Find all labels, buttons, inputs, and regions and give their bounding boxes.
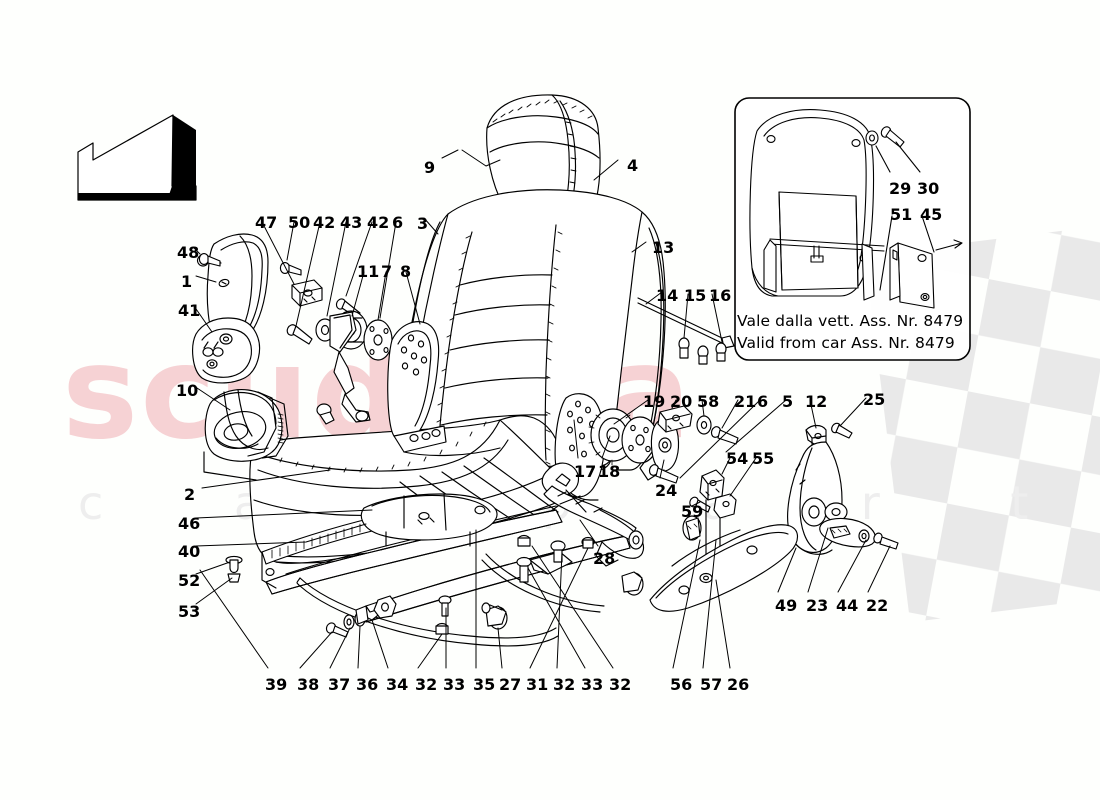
callout-27: 27: [499, 675, 522, 694]
callout-35: 35: [473, 675, 496, 694]
callout-31: 31: [526, 675, 549, 694]
callout-36: 36: [356, 675, 379, 694]
hardware-cluster-bottom-left: [325, 534, 595, 638]
callout-11: 11: [357, 262, 380, 281]
callout-34: 34: [386, 675, 409, 694]
callout-57: 57: [700, 675, 723, 694]
callout-1: 1: [181, 272, 193, 291]
callout-23: 23: [806, 596, 829, 615]
direction-arrow: [77, 114, 197, 201]
callout-3: 3: [417, 214, 429, 233]
callout-17: 17: [574, 462, 597, 481]
callout-6: 6: [757, 392, 769, 411]
callout-50: 50: [288, 213, 311, 232]
callout-42: 42: [367, 213, 390, 232]
variant-note-line-1: Vale dalla vett. Ass. Nr. 8479: [737, 312, 964, 330]
callout-54: 54: [726, 449, 749, 468]
callout-19: 19: [643, 392, 666, 411]
callout-37: 37: [328, 675, 351, 694]
callout-2: 2: [184, 485, 196, 504]
part-8-recliner-plate: [387, 321, 501, 457]
part-46-front-bracket: [360, 493, 498, 547]
callout-16: 16: [709, 286, 732, 305]
adjust-lever: [316, 311, 371, 425]
variant-note-line-2: Valid from car Ass. Nr. 8479: [737, 334, 955, 352]
callout-10: 10: [176, 381, 199, 400]
callout-7: 7: [381, 262, 393, 281]
callout-28: 28: [593, 549, 616, 568]
callout-26: 26: [727, 675, 750, 694]
callout-20: 20: [670, 392, 693, 411]
callout-55: 55: [752, 449, 775, 468]
callout-32: 32: [609, 675, 632, 694]
variant-note-text: Vale dalla vett. Ass. Nr. 8479 Valid fro…: [737, 310, 965, 354]
callout-13: 13: [652, 238, 675, 257]
callout-leaders: [193, 149, 891, 669]
callout-33: 33: [443, 675, 466, 694]
part-41-bracket: [192, 317, 261, 384]
callout-59: 59: [681, 502, 704, 521]
part-14-rod: [637, 297, 735, 365]
callout-21: 21: [734, 392, 757, 411]
callout-33: 33: [581, 675, 604, 694]
callout-53: 53: [178, 602, 201, 621]
inset-callout-45: 45: [920, 205, 943, 224]
callout-5: 5: [782, 392, 794, 411]
inset-callout-30: 30: [917, 179, 940, 198]
callout-46: 46: [178, 514, 201, 533]
callout-24: 24: [655, 481, 678, 500]
callout-8: 8: [400, 262, 412, 281]
callout-49: 49: [775, 596, 798, 615]
callout-25: 25: [863, 390, 886, 409]
part-27-roller: [481, 571, 644, 630]
callout-47: 47: [255, 213, 278, 232]
callout-39: 39: [265, 675, 288, 694]
callout-58: 58: [697, 392, 720, 411]
callout-22: 22: [866, 596, 889, 615]
inset-callout-51: 51: [890, 205, 913, 224]
callout-12: 12: [805, 392, 828, 411]
callout-32: 32: [415, 675, 438, 694]
callout-38: 38: [297, 675, 320, 694]
callout-44: 44: [836, 596, 859, 615]
callout-42: 42: [313, 213, 336, 232]
callout-56: 56: [670, 675, 693, 694]
callout-41: 41: [178, 301, 201, 320]
callout-6: 6: [392, 213, 404, 232]
callout-43: 43: [340, 213, 363, 232]
callout-14: 14: [656, 286, 679, 305]
callout-18: 18: [598, 462, 621, 481]
brackets-54-55-59: [682, 469, 737, 565]
callout-52: 52: [178, 571, 201, 590]
part-26-lower-cover: [649, 524, 799, 612]
callout-32: 32: [553, 675, 576, 694]
callout-4: 4: [627, 156, 639, 175]
part-48-bolt: [197, 253, 222, 267]
callout-9: 9: [424, 158, 436, 177]
part-10-belt-reel: [203, 389, 289, 481]
callout-40: 40: [178, 542, 201, 561]
callout-48: 48: [177, 243, 200, 262]
inset-callout-29: 29: [889, 179, 912, 198]
part-23-lever-arm: [819, 502, 899, 550]
callout-15: 15: [684, 286, 707, 305]
